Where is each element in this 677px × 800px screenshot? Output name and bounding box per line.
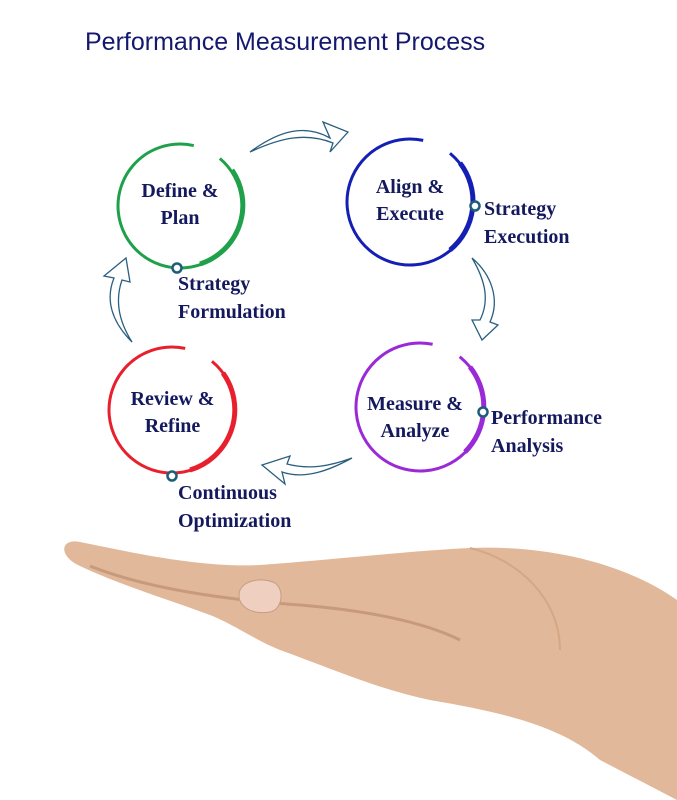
detail-line: Continuous: [178, 482, 277, 504]
circle-review: [107, 345, 238, 482]
arrow-measure-to-review: [260, 454, 353, 486]
stage-label-line: Align &: [375, 176, 445, 198]
circle-measure: [354, 341, 489, 473]
stage-label-line: Review &: [130, 388, 215, 410]
detail-line: Optimization: [178, 510, 292, 532]
detail-line: Strategy: [178, 273, 251, 295]
stage-label-line: Refine: [144, 415, 201, 437]
stage-label-line: Plan: [160, 207, 200, 229]
stage-define-label: Define & Plan: [120, 178, 240, 232]
cycle-arrows: [102, 120, 500, 486]
detail-line: Strategy: [484, 198, 557, 220]
arrow-define-to-align: [249, 120, 350, 153]
stage-review-label: Review & Refine: [110, 386, 235, 440]
detail-strategy-execution: Strategy Execution: [484, 195, 570, 251]
stage-label-line: Execute: [376, 203, 444, 225]
stage-align-label: Align & Execute: [350, 174, 470, 228]
stage-label-line: Measure &: [367, 393, 463, 415]
detail-line: Execution: [484, 226, 570, 248]
page-title: Performance Measurement Process: [85, 28, 486, 56]
detail-continuous-optimization: Continuous Optimization: [178, 479, 291, 535]
stage-measure-label: Measure & Analyze: [350, 391, 480, 445]
circle-define: [116, 142, 246, 274]
detail-line: Performance: [491, 407, 603, 429]
detail-line: Formulation: [178, 301, 286, 323]
hand-image: [64, 541, 677, 800]
arrow-align-to-measure: [470, 257, 500, 342]
detail-strategy-formulation: Strategy Formulation: [178, 270, 286, 326]
detail-performance-analysis: Performance Analysis: [491, 404, 602, 460]
arrow-review-to-define: [102, 256, 133, 343]
circle-align: [345, 137, 481, 267]
stage-label-line: Analyze: [380, 420, 450, 442]
stage-label-line: Define &: [141, 180, 219, 202]
detail-line: Analysis: [491, 435, 564, 457]
